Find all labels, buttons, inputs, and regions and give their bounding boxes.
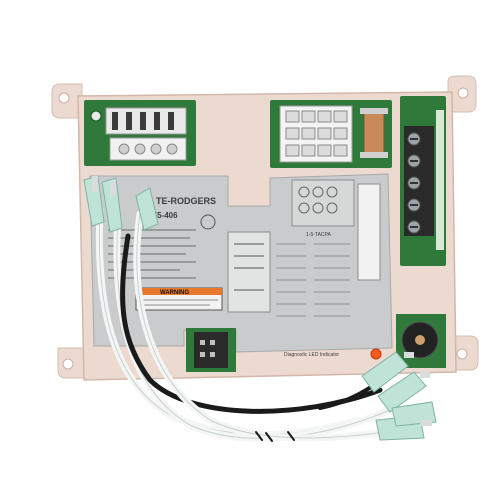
wiring-diagram (227, 231, 271, 313)
spade-connectors-top (83, 175, 159, 233)
label-plate: TE-RODGERS -55-406 WARNING 1-5-TACPA Dia… (89, 173, 393, 358)
connector-ref-text: 1-5-TACPA (306, 232, 331, 238)
mounting-ear-bottom-left (57, 347, 85, 379)
pcb-top-left (84, 100, 196, 166)
pcb-right (400, 96, 446, 266)
spade-connectors-bottom (361, 351, 437, 441)
mounting-ear-top-right (447, 75, 477, 113)
small-black-connector (194, 332, 228, 368)
brand-text: TE-RODGERS (156, 196, 216, 206)
white-sticker (357, 183, 381, 281)
white-connector-4pin (109, 137, 187, 161)
fuse (363, 109, 385, 157)
part-number-text: -55-406 (150, 211, 178, 220)
warning-heading: WARNING (160, 290, 189, 296)
connector-pin-diagram (291, 179, 355, 227)
diagnostic-led-text: Diagnostic LED Indicator (284, 352, 339, 358)
pcb-bottom-center (186, 328, 236, 372)
wire-harness (95, 206, 414, 442)
diagnostic-led (370, 348, 382, 360)
pcb-bottom-right (396, 314, 446, 368)
pcb-top-center (270, 100, 392, 168)
certification-mark (200, 214, 216, 230)
